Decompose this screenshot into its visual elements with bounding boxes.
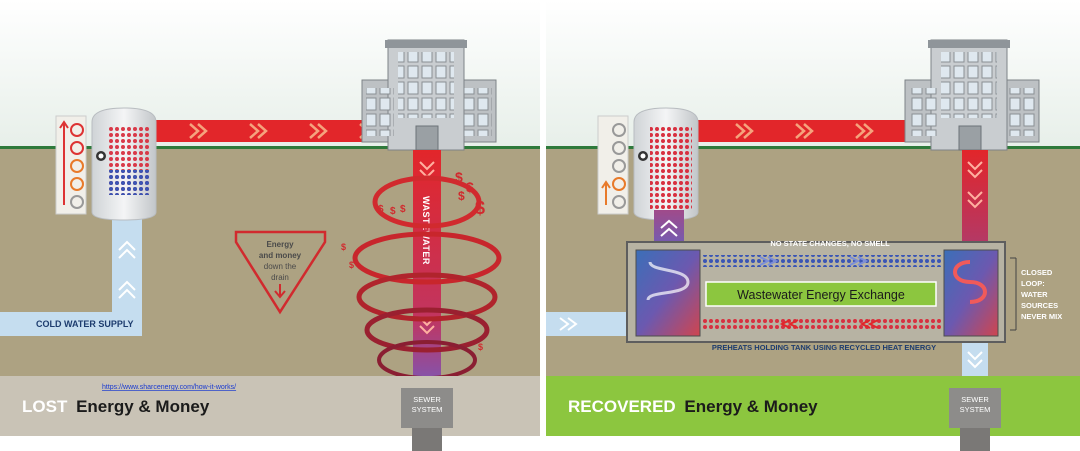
energy-loss-spiral [352, 175, 502, 380]
svg-text:drain: drain [271, 273, 289, 282]
hot-pipe-left [150, 120, 400, 142]
hot-pipe-right [690, 120, 952, 142]
wastewater-label: WASTEWATER [421, 196, 431, 265]
svg-text:$: $ [475, 198, 485, 218]
preheat-label: PREHEATS HOLDING TANK USING RECYCLED HEA… [712, 343, 936, 352]
sewer-pipe-left-tail [412, 436, 442, 451]
cold-flow-arrows [118, 240, 136, 299]
recovered-banner-title: RECOVERED Energy & Money [568, 397, 818, 416]
svg-text:SOURCES: SOURCES [1021, 301, 1058, 310]
sewer-box-left [401, 388, 453, 428]
svg-text:$: $ [478, 342, 483, 352]
svg-text:$: $ [349, 260, 354, 270]
svg-text:WATER: WATER [1021, 290, 1048, 299]
sewer-label-right-1: SEWER [961, 395, 989, 404]
cold-pipe-horizontal [0, 312, 142, 336]
exchanger-label: Wastewater Energy Exchange [737, 288, 905, 302]
drain-callout: Energy and money down the drain [234, 230, 327, 315]
energy-level-icons-right [597, 115, 629, 215]
outflow-arrows [967, 351, 983, 369]
svg-text:$: $ [458, 189, 465, 203]
waste-flow-arrows-right [967, 161, 983, 209]
wastewater-pipe-left [413, 150, 441, 390]
riser-arrows [660, 219, 678, 237]
sewer-label-right-2: SYSTEM [960, 405, 991, 414]
water-heater-right [633, 107, 699, 221]
cold-pipe-right [546, 312, 638, 336]
cold-flow-arrows-right [559, 317, 578, 331]
sewer-pipe-right-tail [960, 436, 990, 451]
sewer-box-right [949, 388, 1001, 428]
svg-text:down the: down the [264, 262, 297, 271]
bottom-margin [0, 436, 1080, 451]
sewer-label-left-2: SYSTEM [412, 405, 443, 414]
svg-text:NEVER MIX: NEVER MIX [1021, 312, 1062, 321]
exchanger-label-box [705, 281, 937, 307]
closed-loop-note: CLOSED LOOP: WATER SOURCES NEVER MIX [1010, 257, 1062, 331]
source-link[interactable]: https://www.sharcenergy.com/how-it-works… [102, 384, 236, 391]
water-heater-left [91, 107, 157, 221]
panel-divider [540, 0, 546, 451]
svg-text:Energy: Energy [266, 240, 294, 249]
cold-water-supply-label: COLD WATER SUPPLY [36, 319, 134, 329]
svg-text:$: $ [341, 242, 346, 252]
sewer-label-left-1: SEWER [413, 395, 441, 404]
svg-text:LOOP:: LOOP: [1021, 279, 1045, 288]
building-left [361, 39, 497, 151]
energy-level-icons-left [55, 115, 87, 215]
svg-text:and money: and money [259, 251, 302, 260]
building-right [904, 39, 1040, 151]
cold-pipe-vertical [112, 212, 142, 317]
svg-text:$: $ [455, 169, 463, 185]
svg-text:$: $ [466, 179, 474, 195]
lost-banner-title: LOST Energy & Money [22, 397, 210, 416]
svg-text:$: $ [378, 204, 384, 215]
hot-flow-arrows-right [735, 123, 874, 139]
no-state-change-label: NO STATE CHANGES, NO SMELL [770, 239, 890, 248]
svg-text:CLOSED: CLOSED [1021, 268, 1053, 277]
svg-text:$: $ [400, 204, 406, 215]
dollar-signs: $ $ $ $ $ $ $ $ $ $ [341, 169, 485, 352]
svg-text:$: $ [390, 206, 396, 217]
